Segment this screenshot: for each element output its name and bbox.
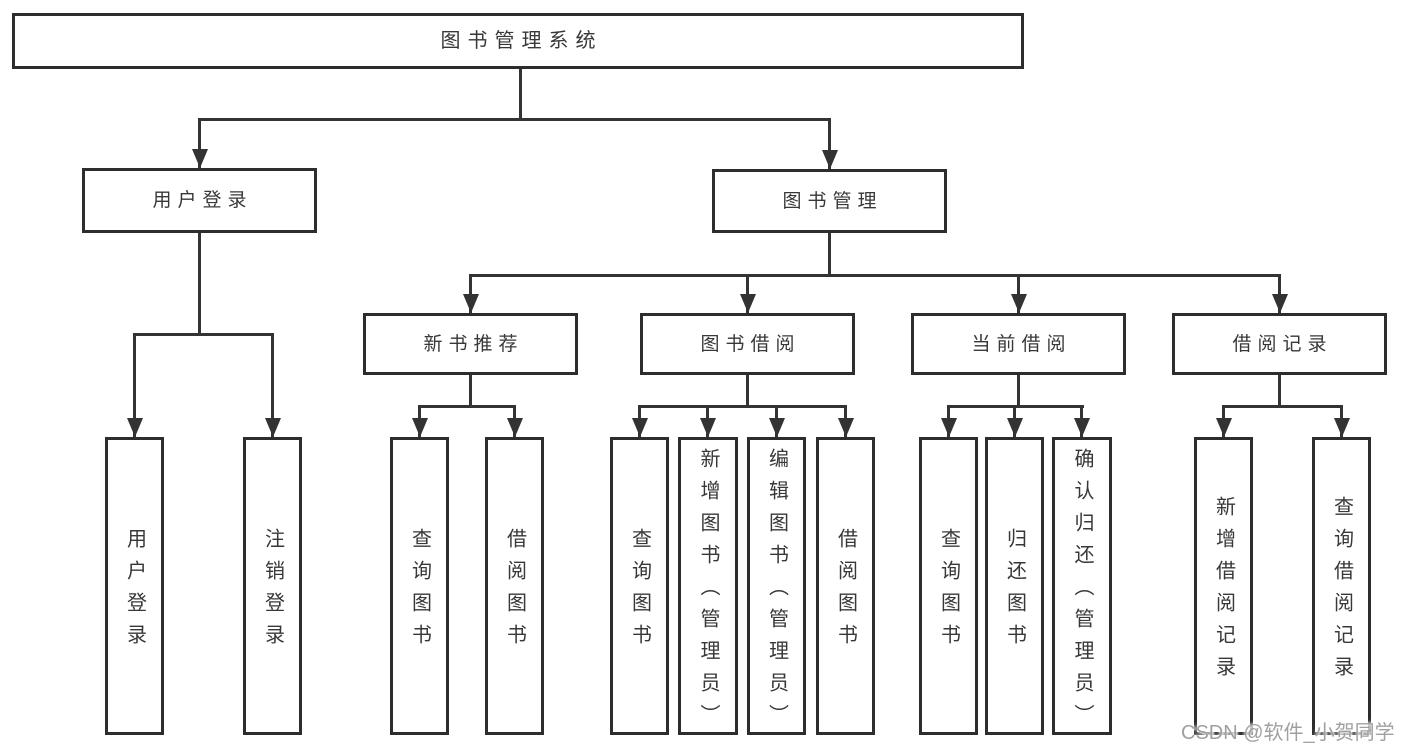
leaf-current-return: 归还图书 [985,437,1044,735]
connector-line [638,405,847,408]
node-user-login: 用户登录 [82,168,317,233]
connector-line [1278,375,1281,408]
leaf-records-query: 查询借阅记录 [1312,437,1371,735]
connector-arrow [706,405,709,437]
connector-line [198,118,831,121]
connector-line [133,333,274,336]
connector-line [1017,375,1020,408]
connector-line [828,233,831,277]
leaf-current-return-label: 归还图书 [1003,528,1026,656]
connector-arrow [775,405,778,437]
node-book-borrow-label: 图书借阅 [700,333,801,355]
leaf-current-query: 查询图书 [919,437,978,735]
leaf-borrow-edit: 编辑图书（管理员） [747,437,806,736]
connector-arrow [1017,274,1020,313]
connector-line [469,274,1280,277]
leaf-records-add-label: 新增借阅记录 [1212,496,1235,688]
leaf-borrow-borrow-label: 借阅图书 [834,528,857,656]
node-new-books-label: 新书推荐 [423,333,524,355]
connector-arrow [844,405,847,437]
csdn-watermark: CSDN @软件_小贺同学 [1181,722,1395,744]
connector-arrow [1080,405,1083,437]
connector-arrow [513,405,516,437]
leaf-borrow-add: 新增图书（管理员） [678,437,738,736]
leaf-current-confirm: 确认归还（管理员） [1052,437,1112,736]
connector-arrow [947,405,950,437]
connector-arrow [418,405,421,437]
connector-line [469,375,472,408]
leaf-newbooks-borrow: 借阅图书 [485,437,544,735]
leaf-borrow-borrow: 借阅图书 [816,437,875,735]
node-root-label: 图书管理系统 [440,30,603,52]
leaf-borrow-query: 查询图书 [610,437,669,735]
leaf-newbooks-query-label: 查询图书 [408,528,431,656]
connector-arrow [746,274,749,313]
connector-arrow [1340,405,1343,437]
leaf-borrow-query-label: 查询图书 [628,528,651,656]
leaf-newbooks-borrow-label: 借阅图书 [503,528,526,656]
leaf-borrow-add-label: 新增图书（管理员） [697,448,719,736]
connector-line [519,69,522,121]
leaf-current-confirm-label: 确认归还（管理员） [1071,448,1093,736]
node-new-books: 新书推荐 [363,313,578,375]
connector-arrow [1222,405,1225,437]
node-root: 图书管理系统 [12,13,1024,69]
connector-arrow [638,405,641,437]
node-borrow-records: 借阅记录 [1172,313,1387,375]
leaf-user-login-label: 用户登录 [123,528,146,656]
leaf-records-query-label: 查询借阅记录 [1330,496,1353,688]
connector-arrow [133,333,136,437]
leaf-records-add: 新增借阅记录 [1194,437,1253,735]
connector-arrow [828,118,831,169]
connector-arrow [198,118,201,168]
node-book-mgmt-label: 图书管理 [782,190,883,212]
connector-line [418,405,516,408]
connector-line [198,233,201,336]
connector-arrow [469,274,472,313]
node-book-borrow: 图书借阅 [640,313,855,375]
connector-line [746,375,749,408]
leaf-user-login: 用户登录 [105,437,164,735]
node-borrow-records-label: 借阅记录 [1232,333,1333,355]
leaf-logout: 注销登录 [243,437,302,735]
node-current-borrow-label: 当前借阅 [971,333,1072,355]
node-current-borrow: 当前借阅 [911,313,1126,375]
connector-line [1222,405,1343,408]
node-user-login-label: 用户登录 [152,190,253,211]
leaf-current-query-label: 查询图书 [937,528,960,656]
connector-arrow [1278,274,1281,313]
leaf-borrow-edit-label: 编辑图书（管理员） [765,448,788,736]
leaf-newbooks-query: 查询图书 [390,437,449,735]
connector-arrow [1013,405,1016,437]
node-book-mgmt: 图书管理 [712,169,947,233]
leaf-logout-label: 注销登录 [261,528,284,656]
connector-arrow [271,333,274,437]
